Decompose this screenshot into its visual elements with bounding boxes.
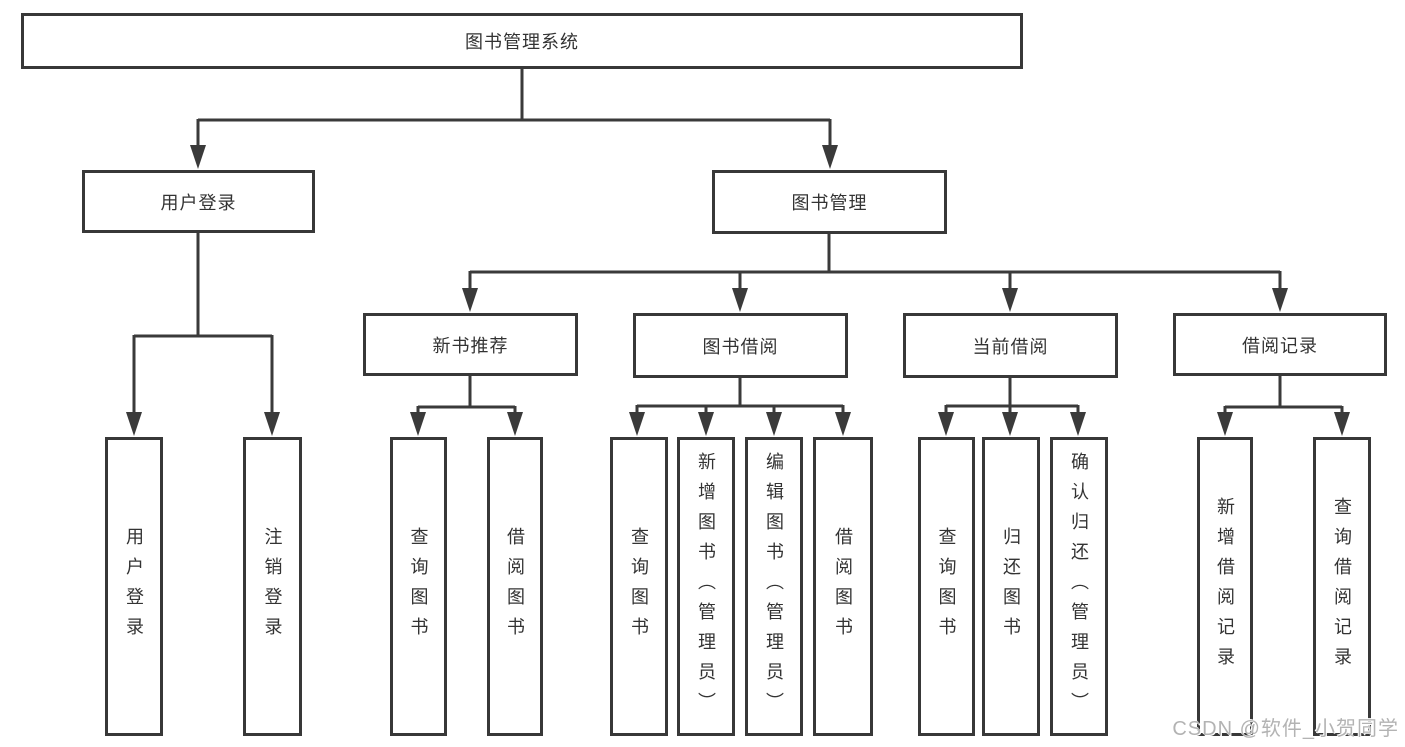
leaf-confirm-return-admin-label: 确认归还（管理员） (1069, 451, 1089, 722)
leaf-query-books-borrowing: 查询图书 (610, 437, 668, 736)
node-borrowing-records: 借阅记录 (1173, 313, 1387, 376)
node-book-borrowing-label: 图书借阅 (702, 336, 779, 357)
leaf-return-books-label: 归还图书 (1001, 526, 1021, 647)
leaf-query-books-recommend: 查询图书 (390, 437, 447, 736)
leaf-add-borrow-record-label: 新增借阅记录 (1215, 496, 1235, 677)
leaf-borrow-books-recommend-label: 借阅图书 (505, 526, 525, 647)
node-user-login: 用户登录 (82, 170, 315, 233)
connector-book-borrowing-to-leaves (629, 378, 851, 436)
connector-user-login-to-leaves (126, 233, 280, 436)
node-book-management-label: 图书管理 (791, 193, 868, 213)
node-current-borrowing: 当前借阅 (903, 313, 1118, 378)
node-book-borrowing: 图书借阅 (633, 313, 848, 378)
leaf-borrow-books-borrowing-label: 借阅图书 (833, 526, 853, 647)
leaf-confirm-return-admin: 确认归还（管理员） (1050, 437, 1108, 736)
leaf-logout: 注销登录 (243, 437, 302, 736)
connector-borrowing-records-to-leaves (1217, 376, 1350, 436)
leaf-user-login-label: 用户登录 (124, 526, 144, 647)
node-library-system: 图书管理系统 (21, 13, 1023, 69)
leaf-edit-books-admin: 编辑图书（管理员） (745, 437, 803, 736)
leaf-add-borrow-record: 新增借阅记录 (1197, 437, 1253, 736)
connector-current-borrowing-to-leaves (938, 378, 1086, 436)
leaf-query-borrow-record-label: 查询借阅记录 (1332, 496, 1352, 677)
connector-root-to-level2 (190, 69, 838, 169)
connector-book-mgmt-to-level3 (462, 234, 1288, 312)
leaf-edit-books-admin-label: 编辑图书（管理员） (764, 451, 784, 722)
leaf-borrow-books-recommend: 借阅图书 (487, 437, 543, 736)
leaf-query-books-borrowing-label: 查询图书 (629, 526, 649, 647)
leaf-query-borrow-record: 查询借阅记录 (1313, 437, 1371, 736)
leaf-query-books-recommend-label: 查询图书 (408, 526, 429, 647)
node-new-book-recommend-label: 新书推荐 (432, 335, 509, 356)
node-user-login-label: 用户登录 (160, 192, 237, 213)
leaf-add-books-admin-label: 新增图书（管理员） (696, 451, 716, 722)
leaf-borrow-books-borrowing: 借阅图书 (813, 437, 873, 736)
node-book-management: 图书管理 (712, 170, 947, 234)
node-current-borrowing-label: 当前借阅 (972, 336, 1049, 357)
leaf-query-books-current-label: 查询图书 (936, 526, 957, 647)
node-borrowing-records-label: 借阅记录 (1242, 335, 1318, 356)
leaf-query-books-current: 查询图书 (918, 437, 975, 736)
watermark: CSDN @软件_小贺同学 (1172, 718, 1399, 740)
connector-new-book-to-leaves (410, 376, 523, 436)
leaf-logout-label: 注销登录 (262, 526, 283, 647)
node-new-book-recommend: 新书推荐 (363, 313, 578, 376)
node-library-system-label: 图书管理系统 (465, 32, 579, 52)
leaf-user-login: 用户登录 (105, 437, 163, 736)
leaf-return-books: 归还图书 (982, 437, 1040, 736)
leaf-add-books-admin: 新增图书（管理员） (677, 437, 735, 736)
